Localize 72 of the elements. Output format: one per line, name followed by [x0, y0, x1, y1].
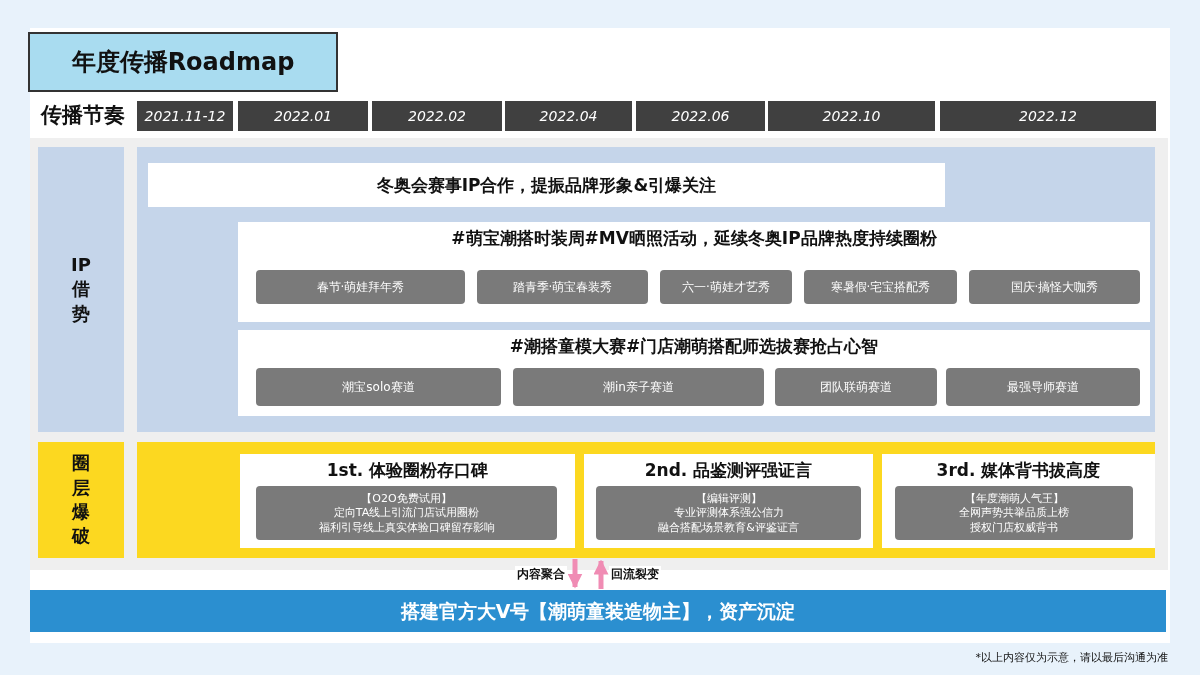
box-label: 六一·萌娃才艺秀: [682, 279, 770, 295]
box-label: 潮in亲子赛道: [603, 379, 674, 395]
box-label: 春节·萌娃拜年秀: [316, 279, 405, 295]
activity-panel: [238, 330, 1150, 416]
activity-tag: [256, 368, 501, 406]
row-header: 传播节奏: [41, 103, 125, 129]
phase-card: [240, 454, 575, 548]
date-cell: [636, 101, 765, 131]
detail-box: [895, 486, 1133, 540]
box-label: 2022.02: [408, 107, 466, 125]
box-label: IP借势: [70, 253, 92, 326]
box-label: 2022.10: [822, 107, 881, 125]
detail-line: 专业评测体系强公信力: [673, 506, 784, 520]
box-label: 最强导师赛道: [1007, 379, 1079, 395]
title-banner: [28, 32, 338, 92]
detail-line: 融合搭配场景教育&评鉴证言: [658, 520, 799, 534]
detail-box: [596, 486, 861, 540]
row-label-box: [38, 442, 124, 558]
arrow: [567, 559, 583, 589]
panel-heading: #萌宝潮搭时装周#MV晒照活动，延续冬奥IP品牌热度持续圈粉: [451, 228, 937, 249]
detail-heading: 【年度潮萌人气王】: [964, 492, 1064, 506]
detail-line: 授权门店权威背书: [970, 520, 1058, 534]
panel-heading: 1st. 体验圈粉存口碑: [326, 460, 489, 481]
activity-tag: [477, 270, 648, 304]
stage-panel: [137, 442, 1155, 558]
row-label-box: [38, 147, 124, 432]
box-label: 搭建官方大V号【潮萌童装造物主】，资产沉淀: [400, 599, 796, 623]
phase-card: [584, 454, 873, 548]
activity-tag: [775, 368, 937, 406]
edge-label: 回流裂变: [609, 566, 661, 583]
activity-panel: [238, 222, 1150, 322]
date-cell: [238, 101, 368, 131]
detail-line: 福利引导线上真实体验口碑留存影响: [318, 520, 495, 534]
box-label: 踏青季·萌宝春装秀: [512, 279, 613, 295]
date-cell: [372, 101, 502, 131]
date-cell: [137, 101, 233, 131]
activity-tag: [946, 368, 1140, 406]
box-label: 2022.01: [274, 107, 332, 125]
box-label: 冬奥会赛事IP合作，提振品牌形象&引爆关注: [376, 174, 717, 196]
banner-box: [148, 163, 945, 207]
activity-tag: [513, 368, 764, 406]
box-label: 潮宝solo赛道: [342, 379, 415, 395]
box-label: 2022.12: [1019, 107, 1077, 125]
box-label: 团队联萌赛道: [820, 379, 892, 395]
box-label: 年度传播Roadmap: [71, 47, 295, 77]
box-label: 寒暑假·宅宝搭配秀: [830, 279, 931, 295]
arrow: [593, 559, 609, 589]
date-cell: [940, 101, 1156, 131]
activity-tag: [804, 270, 957, 304]
activity-tag: [660, 270, 792, 304]
box-label: 2021.11-12: [144, 107, 226, 125]
phase-card: [882, 454, 1155, 548]
edge-label: 内容聚合: [515, 566, 567, 583]
panel-heading: 2nd. 品鉴测评强证言: [644, 460, 813, 481]
detail-box: [256, 486, 557, 540]
activity-tag: [969, 270, 1140, 304]
foundation-bar: [30, 590, 1166, 632]
detail-line: 全网声势共举品质上榜: [959, 506, 1069, 520]
detail-heading: 【O2O免费试用】: [361, 492, 452, 506]
box-label: 国庆·搞怪大咖秀: [1010, 279, 1099, 295]
date-cell: [768, 101, 935, 131]
box-label: 2022.06: [671, 107, 730, 125]
date-cell: [505, 101, 632, 131]
detail-line: 定向TA线上引流门店试用圈粉: [333, 506, 480, 520]
stage-panel: [137, 147, 1155, 432]
box-label: 圈层爆破: [70, 451, 91, 549]
panel-heading: 3rd. 媒体背书拔高度: [936, 460, 1101, 481]
activity-tag: [256, 270, 465, 304]
footnote: *以上内容仅为示意，请以最后沟通为准: [975, 650, 1168, 665]
panel-heading: #潮搭童模大赛#门店潮萌搭配师选拔赛抢占心智: [509, 336, 879, 357]
detail-heading: 【编辑评测】: [695, 492, 762, 506]
box-label: 2022.04: [539, 107, 598, 125]
